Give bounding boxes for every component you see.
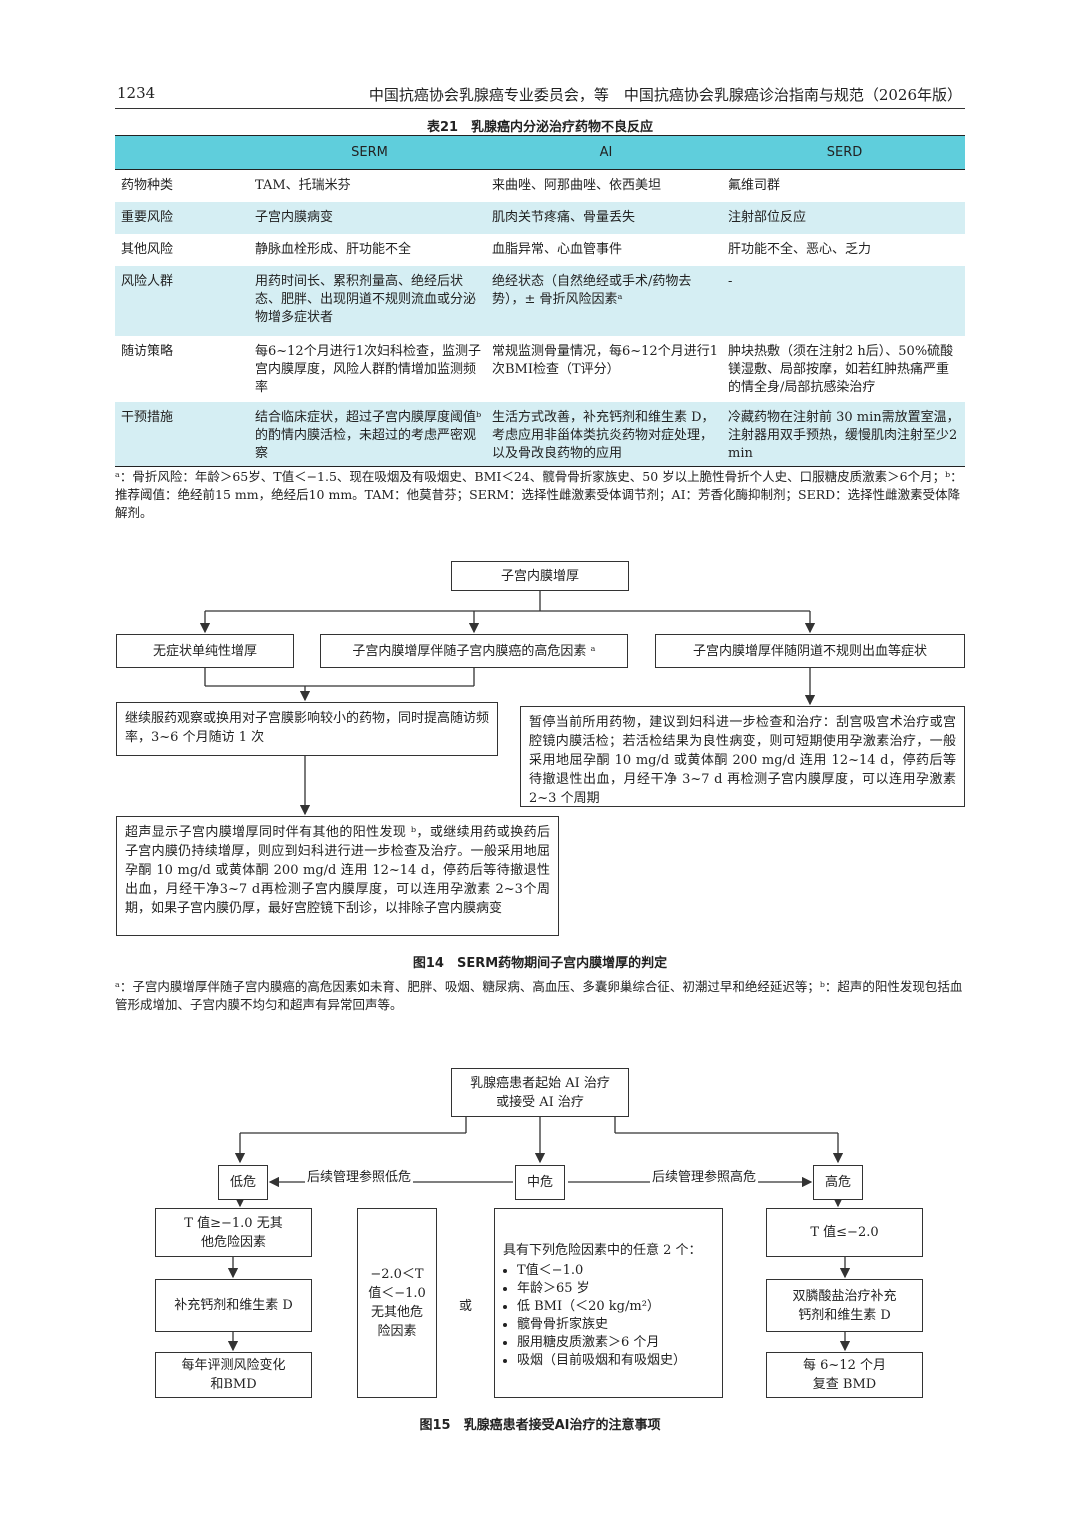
ultrasound-positive-box: 超声显示子宫内膜增厚同时伴有其他的阳性发现 ᵇ，或继续用药或换药后子宫内膜仍持续… (116, 816, 559, 936)
page-number: 1234 (117, 84, 156, 102)
row-label: 风险人群 (121, 274, 174, 289)
refer-high-label: 后续管理参照高危 (650, 1166, 759, 1185)
risk-factor-item: T值＜−1.0 (517, 1262, 714, 1280)
high-recheck-bmd-box: 每 6~12 个月 复查 BMD (766, 1352, 923, 1398)
table-cell: 注射部位反应 (728, 210, 807, 225)
table-cell: 肌肉关节疼痛、骨量丢失 (492, 210, 636, 225)
high-risk-branch-box: 子宫内膜增厚伴随子宫内膜癌的高危因素 ᵃ (320, 634, 628, 668)
box-label: 子宫内膜增厚伴随阴道不规则出血等症状 (692, 643, 927, 659)
low-risk-box: 低危 (218, 1165, 268, 1200)
table-cell: - (728, 274, 733, 289)
column-header: SERM (351, 145, 388, 160)
box-label: 子宫内膜增厚伴随子宫内膜癌的高危因素 ᵃ (352, 643, 596, 659)
table-cell: TAM、托瑞米芬 (255, 178, 351, 193)
refer-low-label: 后续管理参照低危 (305, 1166, 414, 1185)
risk-factor-list: T值＜−1.0 年龄＞65 岁 低 BMI（＜20 kg/m²） 髋骨骨折家族史… (503, 1262, 714, 1370)
table-cell: 生活方式改善，补充钙剂和维生素 D，考虑应用非甾体类抗炎药物对症处理，以及骨改良… (492, 410, 715, 461)
table-cell: 肝功能不全、恶心、乏力 (728, 242, 872, 257)
table-row: 随访策略 每6~12个月进行1次妇科检查，监测子宫内膜厚度，风险人群酌情增加监测… (115, 336, 965, 402)
column-header: AI (599, 145, 613, 160)
asymptomatic-branch-box: 无症状单纯性增厚 (116, 634, 294, 668)
risk-factor-item: 服用糖皮质激素＞6 个月 (517, 1334, 714, 1352)
table-cell: 静脉血栓形成、肝功能不全 (255, 242, 412, 257)
box-label: T 值≥−1.0 无其 他危险因素 (184, 1215, 283, 1250)
row-label: 药物种类 (121, 178, 174, 193)
box-label: 无症状单纯性增厚 (152, 643, 257, 659)
risk-factor-item: 髋骨骨折家族史 (517, 1316, 714, 1334)
running-title: 中国抗癌协会乳腺癌专业委员会，等 中国抗癌协会乳腺癌诊治指南与规范（2026年版… (368, 86, 962, 104)
row-label: 随访策略 (121, 344, 174, 359)
box-label: T 值≤−2.0 (810, 1225, 879, 1240)
table-caption: 表21 乳腺癌内分泌治疗药物不良反应 (426, 120, 654, 135)
table-row: 风险人群 用药时间长、累积剂量高、绝经后状态、肥胖、出现阴道不规则流血或分泌物增… (115, 266, 965, 336)
table-cell: 血脂异常、心血管事件 (492, 242, 623, 257)
box-label: 乳腺癌患者起始 AI 治疗 或接受 AI 治疗 (470, 1075, 610, 1110)
header-rule (115, 108, 965, 109)
box-label: 每 6~12 个月 复查 BMD (803, 1358, 886, 1392)
table-cell: 每6~12个月进行1次妇科检查，监测子宫内膜厚度，风险人群酌情增加监测频率 (255, 344, 481, 395)
table-row: 干预措施 结合临床症状，超过子宫内膜厚度阈值ᵇ的酌情内膜活检，未超过的考虑严密观… (115, 402, 965, 467)
table-header-row: SERM AI SERD (115, 135, 965, 170)
row-label: 其他风险 (121, 242, 174, 257)
box-text: 暂停当前所用药物，建议到妇科进一步检查和治疗：刮宫吸宫术治疗或宫腔镜内膜活检；若… (529, 715, 956, 806)
medium-criteria-box: −2.0＜T 值＜−1.0 无其他危 险因素 (357, 1208, 437, 1398)
table-cell: 来曲唑、阿那曲唑、依西美坦 (492, 178, 662, 193)
adverse-reaction-table: SERM AI SERD 药物种类 TAM、托瑞米芬 来曲唑、阿那曲唑、依西美坦… (115, 135, 965, 467)
table-cell: 用药时间长、累积剂量高、绝经后状态、肥胖、出现阴道不规则流血或分泌物增多症状者 (255, 274, 477, 325)
figure14-caption: 图14 SERM药物期间子宫内膜增厚的判定 (412, 956, 668, 971)
bisphosphonate-box: 双膦酸盐治疗补充 钙剂和维生素 D (766, 1279, 923, 1332)
table-cell: 结合临床症状，超过子宫内膜厚度阈值ᵇ的酌情内膜活检，未超过的考虑严密观察 (255, 410, 482, 461)
table-footnote: ᵃ：骨折风险：年龄＞65岁、T值＜−1.5、现在吸烟及有吸烟史、BMI＜24、髋… (115, 469, 963, 520)
high-risk-box: 高危 (813, 1165, 863, 1200)
box-label: 每年评测风险变化 和BMD (181, 1358, 286, 1392)
table-cell: 肿块热敷（须在注射2 h后）、50%硫酸镁湿敷、局部按摩，如若红肿热痛严重的情全… (728, 344, 954, 395)
box-label: 子宫内膜增厚 (500, 568, 579, 584)
medium-risk-box: 中危 (515, 1165, 565, 1200)
box-text: 继续服药观察或换用对子宫膜影响较小的药物，同时提高随访频率，3~6 个月随访 1… (125, 711, 490, 745)
risk-factor-item: 年龄＞65 岁 (517, 1280, 714, 1298)
box-text: 超声显示子宫内膜增厚同时伴有其他的阳性发现 ᵇ，或继续用药或换药后子宫内膜仍持续… (125, 825, 550, 916)
start-ai-box: 乳腺癌患者起始 AI 治疗 或接受 AI 治疗 (451, 1068, 629, 1117)
endometrial-thickening-box: 子宫内膜增厚 (451, 561, 629, 591)
risk-factor-item: 吸烟（目前吸烟和有吸烟史） (517, 1352, 714, 1370)
risk-factor-list-box: 具有下列危险因素中的任意 2 个： T值＜−1.0 年龄＞65 岁 低 BMI（… (494, 1208, 723, 1398)
risk-factor-title: 具有下列危险因素中的任意 2 个： (503, 1243, 702, 1258)
pause-medication-box: 暂停当前所用药物，建议到妇科进一步检查和治疗：刮宫吸宫术治疗或宫腔镜内膜活检；若… (520, 706, 965, 807)
table-row: 重要风险 子宫内膜病变 肌肉关节疼痛、骨量丢失 注射部位反应 (115, 202, 965, 234)
figure14-footnote: ᵃ：子宫内膜增厚伴随子宫内膜癌的高危因素如未育、肥胖、吸烟、糖尿病、高血压、多囊… (115, 979, 963, 1012)
high-criteria-box: T 值≤−2.0 (766, 1208, 923, 1257)
box-label: 高危 (824, 1175, 851, 1190)
box-label: 补充钙剂和维生素 D (174, 1298, 293, 1313)
row-label: 重要风险 (121, 210, 174, 225)
table-cell: 氟维司群 (728, 178, 781, 193)
risk-factor-item: 低 BMI（＜20 kg/m²） (517, 1298, 714, 1316)
or-label: 或 (459, 1299, 473, 1314)
table-cell: 子宫内膜病变 (255, 210, 334, 225)
box-label: 双膦酸盐治疗补充 钙剂和维生素 D (792, 1288, 897, 1323)
table-cell: 冷藏药物在注射前 30 min需放置室温，注射器用双手预热，缓慢肌肉注射至少2 … (728, 410, 960, 461)
bleeding-branch-box: 子宫内膜增厚伴随阴道不规则出血等症状 (655, 634, 965, 668)
low-criteria-box: T 值≥−1.0 无其 他危险因素 (155, 1208, 312, 1257)
box-label: 低危 (229, 1175, 256, 1190)
continue-observation-box: 继续服药观察或换用对子宫膜影响较小的药物，同时提高随访频率，3~6 个月随访 1… (116, 702, 498, 756)
box-label: −2.0＜T 值＜−1.0 无其他危 险因素 (368, 1267, 426, 1339)
table-cell: 常规监测骨量情况，每6~12个月进行1次BMI检查（T评分） (492, 344, 718, 377)
low-annual-bmd-box: 每年评测风险变化 和BMD (155, 1352, 312, 1398)
box-label: 中危 (526, 1175, 553, 1190)
figure15-caption: 图15 乳腺癌患者接受AI治疗的注意事项 (419, 1418, 661, 1433)
low-supplement-box: 补充钙剂和维生素 D (155, 1279, 312, 1332)
table-cell: 绝经状态（自然绝经或手术/药物去势），± 骨折风险因素ᵃ (492, 274, 692, 307)
column-header: SERD (826, 145, 863, 160)
table-row: 其他风险 静脉血栓形成、肝功能不全 血脂异常、心血管事件 肝功能不全、恶心、乏力 (115, 234, 965, 266)
table-row: 药物种类 TAM、托瑞米芬 来曲唑、阿那曲唑、依西美坦 氟维司群 (115, 170, 965, 202)
row-label: 干预措施 (121, 410, 174, 425)
